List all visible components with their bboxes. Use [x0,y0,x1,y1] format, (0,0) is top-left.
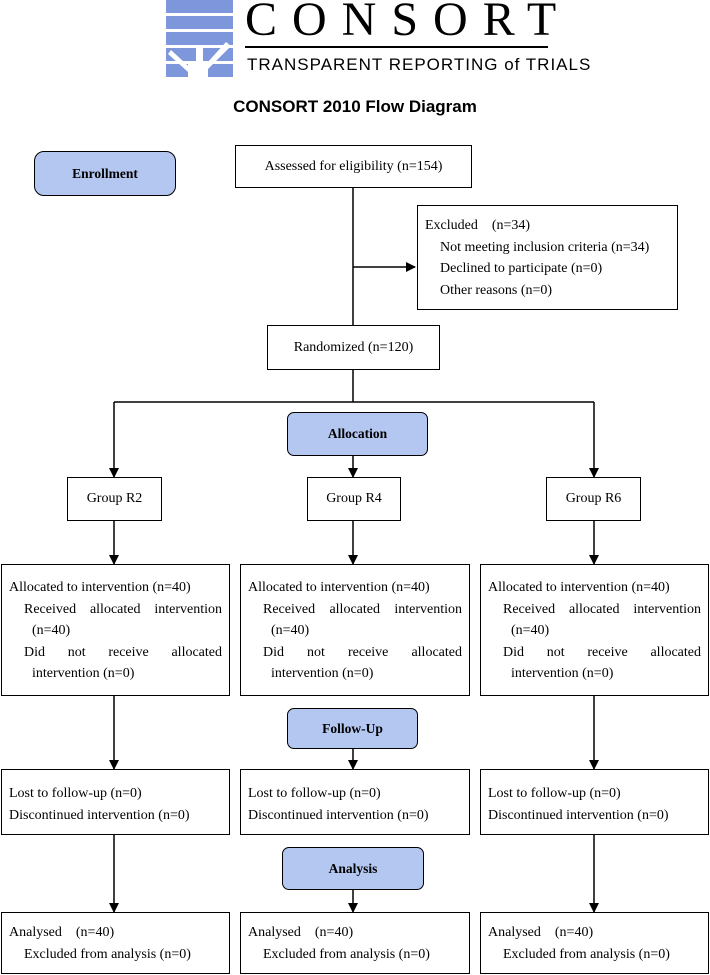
not-received-word: allocated [171,644,222,660]
excluded-box: Excluded (n=34) Not meeting inclusion cr… [417,205,678,310]
not-received-line: Did not receive allocated [481,642,708,664]
follow-up-box: Lost to follow-up (n=0) Discontinued int… [480,769,709,835]
not-received-word: allocated [411,644,462,660]
analysed-label: Analysed [9,925,62,940]
analysed-label: Analysed [248,925,301,940]
excluded-analysis-line: Excluded from analysis (n=0) [503,946,670,962]
logo-divider [245,46,548,48]
not-received-count: intervention (n=0) [32,666,135,681]
stage-enrollment: Enrollment [34,151,176,196]
received-count: (n=40) [271,623,310,638]
received-word: allocated [568,601,620,617]
excluded-reason: Not meeting inclusion criteria (n=34) [440,239,650,255]
allocation-box: Allocated to intervention (n=40) Receive… [240,564,470,696]
analysis-box: Analysed (n=40) Excluded from analysis (… [240,912,470,974]
group-name-box: Group R6 [546,477,641,521]
received-line: Received allocated intervention [481,599,708,621]
follow-up-box: Lost to follow-up (n=0) Discontinued int… [1,769,230,835]
discontinued-line: Discontinued intervention (n=0) [248,807,429,823]
received-word: Received [503,601,556,617]
not-received-word: not [67,644,86,660]
logo-wordmark: CONSORT [245,0,572,46]
excluded-count: (n=34) [491,218,531,233]
page-title: CONSORT 2010 Flow Diagram [233,97,477,116]
analysed-label: Analysed [488,925,541,940]
received-count: (n=40) [511,623,550,638]
not-received-word: Did [503,644,524,660]
allocation-box: Allocated to intervention (n=40) Receive… [480,564,709,696]
received-word: intervention [633,601,701,617]
received-count: (n=40) [32,623,71,638]
not-received-word: allocated [650,644,701,660]
received-line: Received allocated intervention [2,599,229,621]
excluded-reason: Declined to participate (n=0) [440,261,603,276]
analysed-line: Analysed (n=40) [241,922,469,944]
not-received-word: Did [24,644,45,660]
not-received-word: receive [108,644,149,660]
allocated-line: Allocated to intervention (n=40) [488,580,670,595]
excluded-title: Excluded [425,218,478,233]
logo-tagline: TRANSPARENT REPORTING of TRIALS [247,55,592,74]
not-received-word: receive [347,644,389,660]
consort-logo-icon [166,0,233,77]
allocation-box: Allocated to intervention (n=40) Receive… [1,564,230,696]
excluded-analysis-line: Excluded from analysis (n=0) [263,946,430,962]
discontinued-line: Discontinued intervention (n=0) [9,807,190,823]
not-received-word: Did [263,644,284,660]
not-received-line: Did not receive allocated [2,642,229,664]
lost-line: Lost to follow-up (n=0) [488,786,621,801]
analysed-count: (n=40) [554,925,594,940]
excluded-analysis-line: Excluded from analysis (n=0) [24,946,191,962]
randomized-box: Randomized (n=120) [267,325,440,370]
stage-allocation: Allocation [287,412,428,456]
received-word: Received [263,601,316,617]
not-received-line: Did not receive allocated [241,642,469,664]
allocated-line: Allocated to intervention (n=40) [9,580,191,595]
not-received-count: intervention (n=0) [271,666,374,681]
not-received-word: not [546,644,565,660]
lost-line: Lost to follow-up (n=0) [248,786,381,801]
analysed-line: Analysed (n=40) [2,922,229,944]
received-line: Received allocated intervention [241,599,469,621]
group-name-box: Group R4 [307,477,401,521]
analysed-count: (n=40) [75,925,115,940]
excluded-reason: Other reasons (n=0) [440,282,553,298]
discontinued-line: Discontinued intervention (n=0) [488,807,669,823]
assessed-box: Assessed for eligibility (n=154) [235,145,472,188]
received-word: intervention [154,601,222,617]
excluded-heading: Excluded (n=34) [418,215,677,237]
analysed-line: Analysed (n=40) [481,922,708,944]
received-word: intervention [394,601,462,617]
not-received-count: intervention (n=0) [511,666,614,681]
not-received-word: not [307,644,325,660]
follow-up-box: Lost to follow-up (n=0) Discontinued int… [240,769,470,835]
allocated-line: Allocated to intervention (n=40) [248,580,430,595]
stage-follow-up: Follow-Up [287,708,418,749]
analysed-count: (n=40) [314,925,354,940]
analysis-box: Analysed (n=40) Excluded from analysis (… [480,912,709,974]
group-name-box: Group R2 [67,477,162,521]
received-word: allocated [89,601,141,617]
analysis-box: Analysed (n=40) Excluded from analysis (… [1,912,230,974]
lost-line: Lost to follow-up (n=0) [9,786,142,801]
received-word: Received [24,601,77,617]
received-word: allocated [329,601,380,617]
stage-analysis: Analysis [282,847,424,890]
not-received-word: receive [587,644,628,660]
